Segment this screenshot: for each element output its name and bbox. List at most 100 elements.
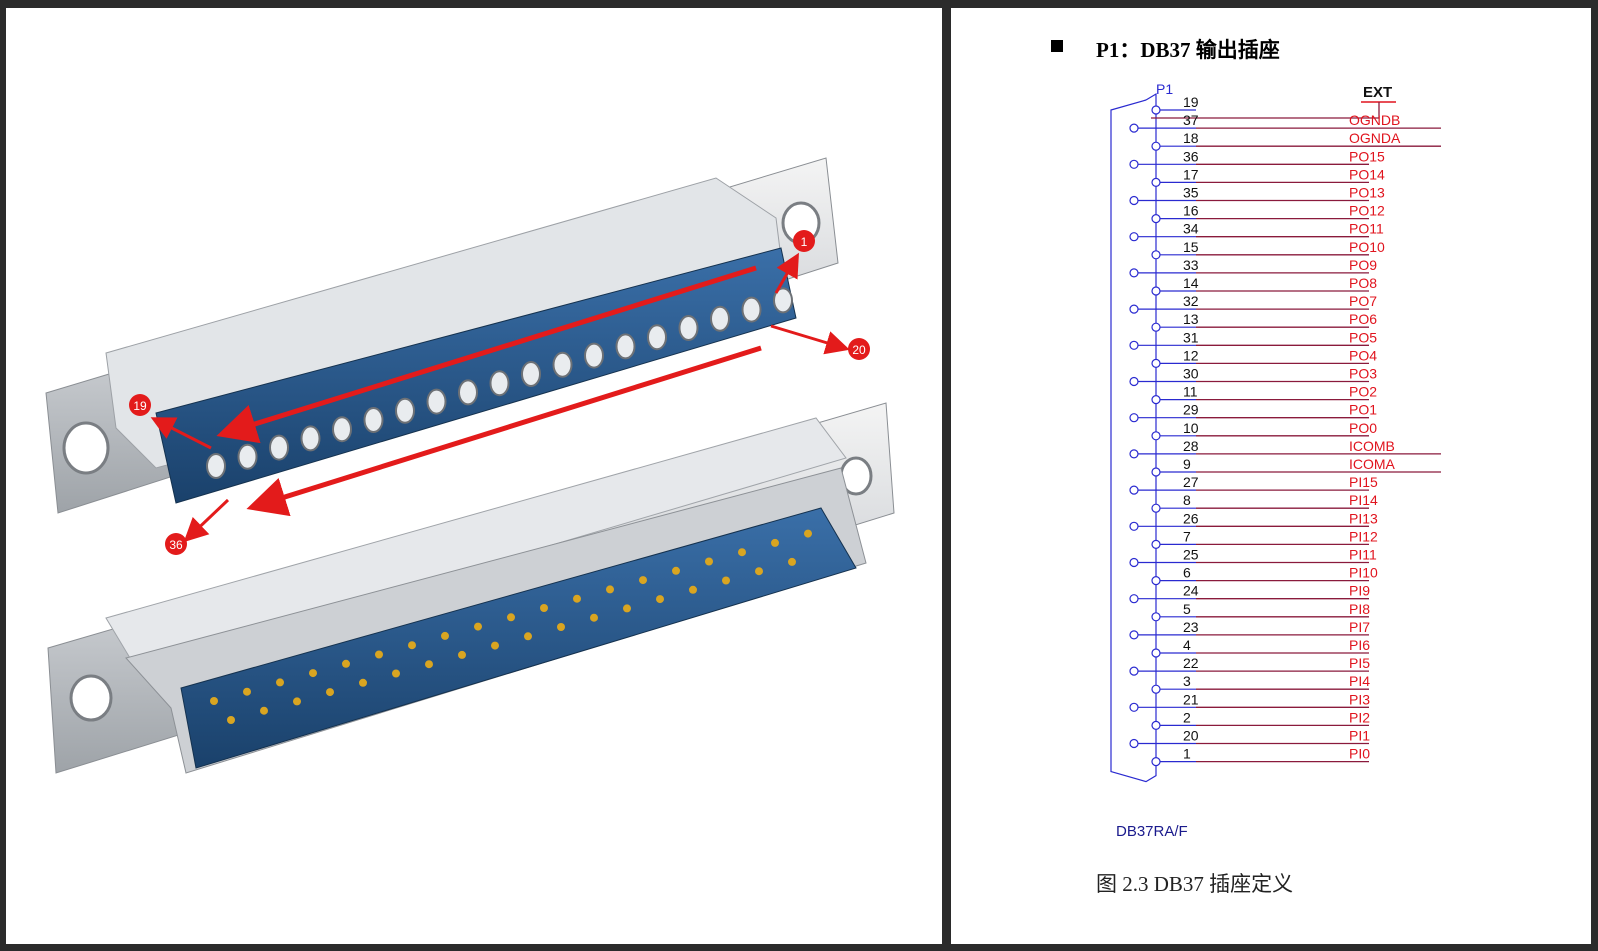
signal-name: PO7 <box>1349 293 1377 309</box>
pin-circle <box>1129 304 1139 314</box>
pin-number: 9 <box>1183 456 1191 472</box>
female-pin <box>710 305 730 332</box>
pin-number: 35 <box>1183 185 1199 201</box>
pin-circle <box>1151 612 1161 622</box>
signal-name: PO3 <box>1349 366 1377 382</box>
pin-circle <box>1151 756 1161 767</box>
signal-name: PO13 <box>1349 185 1385 201</box>
callout-36: 36 <box>165 533 187 555</box>
signal-name: OGNDA <box>1349 130 1401 146</box>
male-pin <box>705 557 713 566</box>
male-pin <box>260 706 268 715</box>
pin-number: 12 <box>1183 347 1199 363</box>
pin-circle <box>1129 376 1139 387</box>
pin-number: 14 <box>1183 275 1199 291</box>
signal-name: PI8 <box>1349 601 1370 617</box>
pin-number: 13 <box>1183 311 1199 327</box>
pin-number: 8 <box>1183 492 1191 508</box>
female-pin <box>678 315 699 341</box>
male-pin <box>309 669 317 678</box>
female-pin <box>426 388 447 415</box>
ref-designator: P1 <box>1156 81 1173 97</box>
male-pin <box>722 576 730 585</box>
pin-circle <box>1151 358 1161 368</box>
signal-name: PO4 <box>1349 347 1377 363</box>
pin-number: 4 <box>1183 637 1191 653</box>
pin-circle <box>1129 268 1139 278</box>
pin-number: 28 <box>1183 438 1199 454</box>
male-pin <box>771 538 779 547</box>
male-pin <box>227 716 235 724</box>
female-pin <box>773 287 793 314</box>
pin-order-arrows <box>150 252 850 543</box>
signal-name: PI14 <box>1349 492 1378 508</box>
schematic-heading: P1：DB37 输出插座 <box>1096 38 1280 62</box>
pin-circle <box>1129 413 1139 423</box>
pin-circle <box>1151 395 1161 405</box>
male-pin <box>755 567 763 576</box>
pin-number: 33 <box>1183 257 1199 273</box>
pin-number: 23 <box>1183 619 1199 635</box>
male-pin <box>606 585 614 594</box>
pin-number: 16 <box>1183 203 1199 219</box>
male-pin <box>507 613 515 622</box>
pin-number: 10 <box>1183 420 1199 436</box>
pin-circle <box>1151 322 1161 332</box>
pin-circle <box>1151 467 1161 477</box>
signal-name: ICOMA <box>1349 456 1396 472</box>
ext-wire <box>1151 102 1380 119</box>
male-pin <box>524 632 532 641</box>
pin-number: 5 <box>1183 601 1191 617</box>
pin-circle <box>1151 105 1161 115</box>
male-pin <box>672 566 680 575</box>
signal-name: PI9 <box>1349 583 1370 599</box>
male-connector <box>47 402 895 774</box>
svg-text:36: 36 <box>169 538 183 552</box>
pin-number: 25 <box>1183 547 1199 563</box>
signal-name: PO14 <box>1349 166 1385 182</box>
pin-circle <box>1151 214 1161 224</box>
heading-bullet <box>1051 40 1063 52</box>
pin-circle <box>1129 449 1139 459</box>
pin-callouts: 1 20 19 36 <box>129 230 870 555</box>
female-pin <box>269 434 289 461</box>
pin-number: 11 <box>1183 384 1198 400</box>
pin-number: 27 <box>1183 474 1199 490</box>
pin-circle <box>1129 738 1139 749</box>
signal-name: PO8 <box>1349 275 1377 291</box>
pin-circle <box>1129 702 1139 712</box>
db37-connector-illustration: 1 20 19 36 <box>45 157 895 774</box>
pin-number: 7 <box>1183 528 1191 544</box>
signal-name: PI1 <box>1349 728 1370 744</box>
pin-circle <box>1151 684 1161 694</box>
pin-circle <box>1151 575 1161 586</box>
female-pin-row <box>206 287 793 479</box>
pin-circle <box>1129 666 1139 676</box>
signal-name: PI4 <box>1349 673 1370 689</box>
callout-1: 1 <box>793 230 815 252</box>
female-pin <box>363 407 384 433</box>
pin-circle <box>1151 720 1161 731</box>
female-pin <box>395 397 415 424</box>
pin-number: 29 <box>1183 402 1199 418</box>
male-pin <box>804 529 812 538</box>
pin-circle <box>1129 340 1139 350</box>
male-pin <box>425 660 433 669</box>
svg-text:1: 1 <box>801 235 808 249</box>
figure-caption: 图 2.3 DB37 插座定义 <box>1096 872 1294 896</box>
female-pin <box>521 361 541 387</box>
signal-name: PO5 <box>1349 329 1377 345</box>
pin-circle <box>1151 648 1161 658</box>
signal-name: PO1 <box>1349 402 1377 418</box>
pin-number: 26 <box>1183 510 1199 526</box>
pin-circle <box>1151 177 1161 187</box>
pin-circle <box>1129 630 1139 640</box>
pin-number: 31 <box>1183 329 1199 345</box>
male-pin <box>441 631 449 640</box>
male-pin <box>243 687 251 696</box>
pin-circle <box>1129 123 1139 133</box>
signal-name: PI15 <box>1349 474 1378 490</box>
male-pin <box>573 594 581 603</box>
male-pin <box>408 641 416 650</box>
